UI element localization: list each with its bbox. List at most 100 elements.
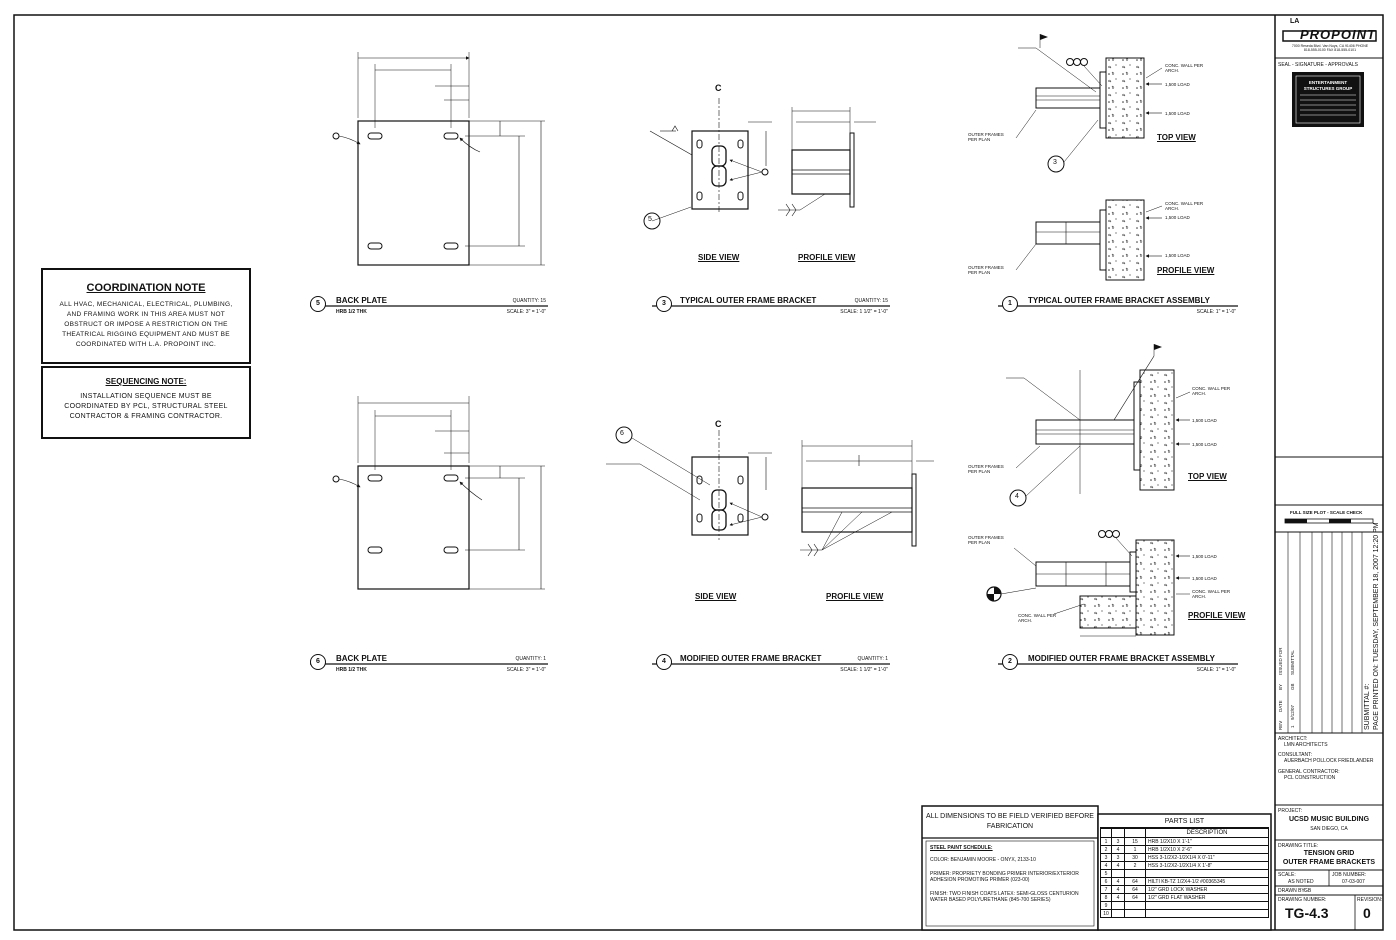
outer-frames-note-2: OUTER FRAMES PER PLAN [968, 265, 1004, 275]
load-note-1: 1,500 LOAD [1165, 82, 1190, 87]
parts-list-cell-item: 9 [1100, 901, 1112, 910]
parts-list-cell-item: 6 [1100, 877, 1112, 886]
profile-view-label-2: PROFILE VIEW [826, 592, 884, 601]
parts-list-row: 5 [1100, 869, 1269, 878]
parts-list-cell-qty: 30 [1124, 853, 1146, 862]
project-city: SAN DIEGO, CA [1310, 826, 1348, 832]
side-view-label-1: SIDE VIEW [698, 253, 740, 262]
parts-list-cell-item: 3 [1100, 853, 1112, 862]
rev-row-date: 9/12/07 [1290, 704, 1295, 720]
drawing-title-label: DRAWING TITLE: [1278, 843, 1319, 849]
conc-wall-note-3: CONC. WALL PER ARCH. [1192, 386, 1231, 396]
project-label: PROJECT: [1278, 808, 1303, 814]
detail-5-scale: SCALE: 3" = 1'-0" [506, 309, 546, 315]
drawn-by-label: DRAWN BY: [1278, 888, 1306, 894]
top-view-label-1: TOP VIEW [1157, 133, 1196, 142]
rev-header-date: DATE [1278, 700, 1283, 712]
parts-list-cell-item: 1 [1100, 837, 1112, 846]
coordination-note: COORDINATION NOTE ALL HVAC, MECHANICAL, … [41, 268, 251, 364]
page-printed-timestamp: PAGE PRINTED ON: TUESDAY, SEPTEMBER 18, … [1373, 522, 1380, 730]
parts-list-cell-item: 2 [1100, 845, 1112, 854]
parts-list-cell-desc: HSS 3-1/2X2-1/2X1/4 X 1'-8" [1145, 861, 1269, 870]
drawn-by-value: GB [1304, 888, 1312, 894]
rev-header-issue: ISSUED FOR [1278, 647, 1283, 675]
parts-list-cell-dwg: 4 [1111, 893, 1125, 902]
parts-list-cell-desc: 1/2" GRD FLAT WASHER [1145, 893, 1269, 902]
rev-row-rev: 1 [1290, 725, 1295, 728]
assembly-1-top-view [1015, 34, 1163, 173]
detail-4-title: MODIFIED OUTER FRAME BRACKET [680, 654, 822, 663]
sequencing-note-title: SEQUENCING NOTE: [105, 377, 187, 386]
paint-color: COLOR: BENJAMIN MOORE - ONYX, 2133-10 [930, 857, 1036, 863]
detail-2-number: 2 [1002, 654, 1018, 670]
detail-6-title: BACK PLATE [336, 654, 387, 663]
assembly-2-top-view [1006, 344, 1191, 507]
project-name: UCSD MUSIC BUILDING [1288, 816, 1370, 823]
modified-bracket-profile-view [800, 440, 934, 557]
submittal-number-label: SUBMITTAL #: [1364, 683, 1371, 730]
architect-label: ARCHITECT: [1278, 736, 1308, 742]
paint-primer: PRIMER: PROPRIETY BONDING PRIMER INTERIO… [930, 871, 1079, 883]
top-view-label-2: TOP VIEW [1188, 472, 1227, 481]
rev-header-by: BY [1278, 683, 1283, 690]
side-view-label-2: SIDE VIEW [695, 592, 737, 601]
detail-1-title: TYPICAL OUTER FRAME BRACKET ASSEMBLY [1028, 296, 1210, 305]
detail-6-material: HRB 1/2 THK [336, 667, 367, 673]
paint-finish: FINISH: TWO FINISH COATS LATEX: SEMI-GLO… [930, 891, 1079, 903]
parts-list-cell-dwg [1111, 869, 1125, 878]
drawing-title-line-1: TENSION GRID [1303, 850, 1355, 857]
logo-la: LA [1290, 18, 1300, 25]
detail-5-material: HRB 1/2 THK [336, 309, 367, 315]
parts-list-cell-qty: 64 [1124, 877, 1146, 886]
field-verify-note: ALL DIMENSIONS TO BE FIELD VERIFIED BEFO… [926, 813, 1094, 830]
seal-label: SEAL - SIGNATURE - APPROVALS [1278, 62, 1358, 68]
centerline-mark-1: C [715, 83, 722, 93]
parts-list-cell-qty [1124, 901, 1146, 910]
sequencing-note-body: INSTALLATION SEQUENCE MUST BE COORDINATE… [64, 393, 228, 420]
outer-frames-note-3: OUTER FRAMES PER PLAN [968, 464, 1004, 474]
detail-2-title: MODIFIED OUTER FRAME BRACKET ASSEMBLY [1028, 654, 1215, 663]
general-contractor-name: PCL CONSTRUCTION [1284, 775, 1336, 781]
parts-list-cell-qty: 1 [1124, 845, 1146, 854]
parts-list-cell-dwg [1111, 909, 1125, 918]
parts-list-cell-qty [1124, 909, 1146, 918]
parts-list-cell-qty: 15 [1124, 837, 1146, 846]
parts-list-cell-dwg: 4 [1111, 845, 1125, 854]
typical-bracket-side-view [643, 98, 772, 230]
scale-value: AS NOTED [1288, 879, 1314, 885]
job-number-value: 07-03-007 [1342, 879, 1365, 885]
parts-list-cell-dwg: 4 [1111, 877, 1125, 886]
load-note-5: 1,500 LOAD [1192, 418, 1217, 423]
typical-bracket-profile-view [778, 107, 876, 217]
load-note-2: 1,500 LOAD [1165, 111, 1190, 116]
detail-1-scale: SCALE: 1" = 1'-0" [1196, 309, 1236, 315]
parts-list-cell-item: 7 [1100, 885, 1112, 894]
revision-number: 0 [1363, 905, 1371, 921]
parts-list-cell-qty [1124, 869, 1146, 878]
esg-seal-title: ENTERTAINMENT STRUCTURES GROUP [1303, 80, 1353, 91]
detail-4-quantity: QUANTITY: 1 [857, 656, 888, 662]
detail-4-scale: SCALE: 1 1/2" = 1'-0" [840, 667, 888, 673]
outer-frames-note-1: OUTER FRAMES PER PLAN [968, 132, 1004, 142]
parts-list-cell-desc: HRB 1/2X10 X 2'-6" [1145, 845, 1269, 854]
job-number-label: JOB NUMBER: [1332, 872, 1367, 878]
load-note-4: 1,500 LOAD [1165, 253, 1190, 258]
detail-5-quantity: QUANTITY: 15 [512, 298, 546, 304]
load-note-3: 1,500 LOAD [1165, 215, 1190, 220]
parts-list-cell-desc [1145, 909, 1269, 918]
detail-5-title: BACK PLATE [336, 296, 387, 305]
drawing-title-line-2: OUTER FRAME BRACKETS [1282, 859, 1376, 866]
parts-list-header-description: DESCRIPTION [1145, 828, 1269, 838]
conc-wall-note-5: CONC. WALL PER ARCH. [1018, 613, 1057, 623]
paint-schedule: STEEL PAINT SCHEDULE: COLOR: BENJAMIN MO… [930, 845, 1090, 903]
parts-list-cell-qty: 2 [1124, 861, 1146, 870]
parts-list-cell-dwg: 4 [1111, 861, 1125, 870]
revision-label: REVISION: [1357, 897, 1383, 903]
conc-wall-note-1: CONC. WALL PER ARCH. [1165, 63, 1204, 73]
detail-6-quantity: QUANTITY: 1 [515, 656, 546, 662]
